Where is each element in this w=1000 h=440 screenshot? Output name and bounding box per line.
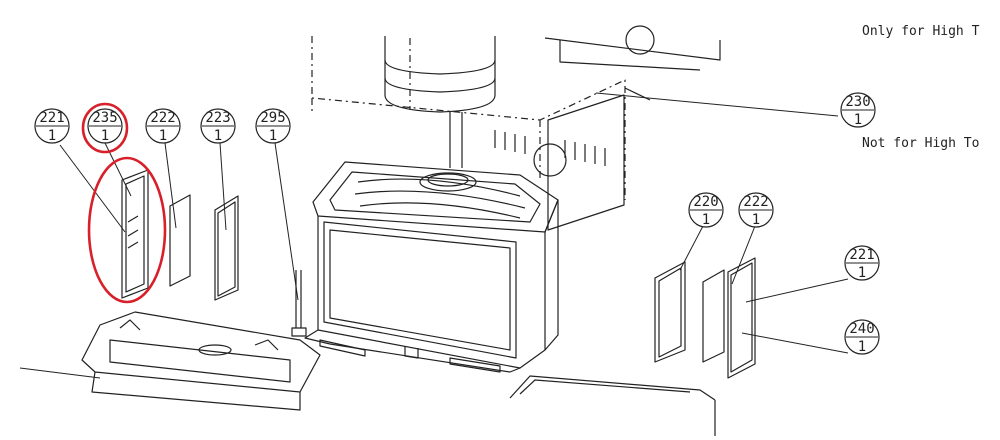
panel-222-left <box>169 194 191 287</box>
flue-collar <box>384 36 496 168</box>
panel-223 <box>214 195 239 301</box>
balloon-part-number: 220 <box>693 194 718 210</box>
balloon-quantity: 1 <box>159 128 167 144</box>
balloon-quantity: 1 <box>858 265 866 281</box>
note-only-for-high: Only for High T <box>862 24 980 39</box>
balloon-quantity: 1 <box>854 112 862 128</box>
balloon-part-number: 223 <box>205 110 230 126</box>
balloon-part-number: 295 <box>260 110 285 126</box>
base-frame-right <box>509 375 716 436</box>
balloon-quantity: 1 <box>702 212 710 228</box>
rod-295 <box>291 270 307 337</box>
upper-housing-outline <box>311 36 626 200</box>
balloon-part-number: 221 <box>39 110 64 126</box>
highlight-marks <box>81 102 167 304</box>
balloon-part-number: 221 <box>849 247 874 263</box>
balloon-quantity: 1 <box>101 128 109 144</box>
balloon-quantity: 1 <box>269 128 277 144</box>
upper-plate <box>494 25 721 231</box>
panel-222-right <box>702 269 725 363</box>
balloon-part-number: 222 <box>743 194 768 210</box>
panel-221-right <box>727 257 756 379</box>
highlight-circle-panel <box>87 156 167 304</box>
balloon-part-number: 240 <box>849 321 874 337</box>
firebox <box>304 161 559 373</box>
base-frame-left <box>81 311 321 411</box>
panel-220 <box>654 261 686 363</box>
note-not-for-high: Not for High To <box>862 136 980 151</box>
balloon-part-number: 222 <box>150 110 175 126</box>
balloon-quantity: 1 <box>858 339 866 355</box>
balloon-part-number: 230 <box>845 94 870 110</box>
highlight-circle-235 <box>81 102 129 154</box>
balloon-quantity: 1 <box>214 128 222 144</box>
panel-235 <box>121 169 149 299</box>
balloon-quantity: 1 <box>752 212 760 228</box>
balloon-quantity: 1 <box>48 128 56 144</box>
balloon-part-number: 235 <box>92 110 117 126</box>
